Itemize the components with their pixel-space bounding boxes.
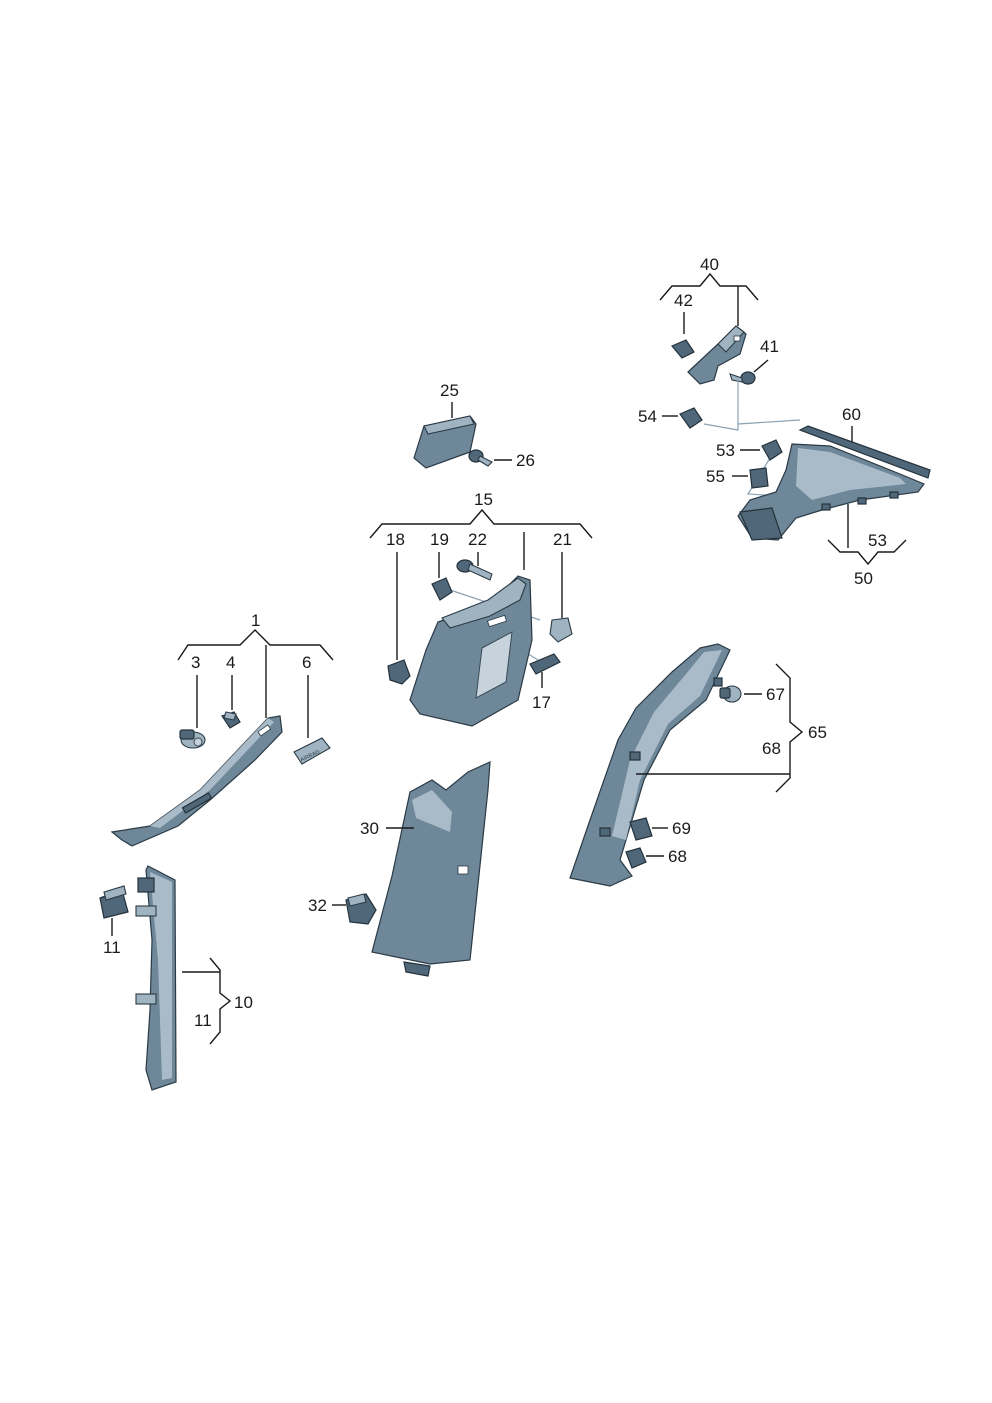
group-30-b-pillar-lower: 30 32 [308, 761, 491, 977]
cover-17-part [529, 653, 561, 675]
clip-3-part [179, 729, 206, 749]
callout-68a: 68 [762, 739, 781, 758]
callout-42: 42 [674, 291, 693, 310]
callout-55: 55 [706, 467, 725, 486]
group-15-b-pillar-upper: 15 18 19 22 21 17 [369, 490, 593, 727]
callout-26: 26 [516, 451, 535, 470]
screw-26-part [468, 449, 493, 467]
callout-68b: 68 [668, 847, 687, 866]
cap-21-part [549, 617, 573, 643]
callout-54: 54 [638, 407, 657, 426]
callout-11b: 11 [194, 1011, 212, 1030]
airbag-badge-part: AIRBAG [293, 737, 331, 765]
callout-25: 25 [440, 381, 459, 400]
clip-53-part [761, 439, 783, 461]
belt-opening [475, 631, 513, 699]
callout-10: 10 [234, 993, 253, 1012]
b-pillar-lower-trim-part [371, 761, 491, 965]
group-10-lower-trim: 11 10 11 [99, 865, 253, 1091]
clip-42-part [671, 339, 695, 359]
clip-11-part [99, 885, 129, 919]
callout-19: 19 [430, 530, 449, 549]
callout-17: 17 [532, 693, 551, 712]
callout-53a: 53 [716, 441, 735, 460]
group-1-a-pillar-trim: 1 3 4 6 AIRBAG [110, 611, 334, 847]
screw-41-part [729, 371, 756, 385]
clip-55-part [749, 467, 769, 489]
callout-60: 60 [842, 405, 861, 424]
clip-32-part [345, 893, 377, 925]
clip-54-part [679, 407, 703, 429]
group-50-rear-trim: 54 53 55 60 53 50 [638, 380, 931, 588]
clip-4-part [221, 711, 241, 729]
callout-67: 67 [766, 685, 785, 704]
group-40-bracket: 40 42 41 [659, 255, 779, 385]
clip-68-part [625, 847, 647, 869]
seal-60-part [798, 425, 931, 479]
callout-41: 41 [760, 337, 779, 356]
clip-69-part [629, 817, 653, 841]
callout-4: 4 [226, 653, 235, 672]
callout-3: 3 [191, 653, 200, 672]
callout-22: 22 [468, 530, 487, 549]
clip-67-part [719, 685, 742, 703]
callout-40: 40 [700, 255, 719, 274]
group-65-d-pillar: 67 65 68 69 68 [569, 643, 827, 887]
callout-18: 18 [386, 530, 405, 549]
screw-22-part [456, 559, 493, 581]
group-25-switch: 25 26 [413, 381, 535, 470]
callout-53b: 53 [868, 531, 887, 550]
callout-6: 6 [302, 653, 311, 672]
clip-19-part [431, 577, 453, 601]
callout-65: 65 [808, 723, 827, 742]
callout-30: 30 [360, 819, 379, 838]
callout-32: 32 [308, 896, 327, 915]
callout-21: 21 [553, 530, 572, 549]
callout-1: 1 [251, 611, 260, 630]
callout-11a: 11 [103, 938, 121, 957]
callout-69: 69 [672, 819, 691, 838]
clip-18-part [387, 659, 411, 685]
callout-50: 50 [854, 569, 873, 588]
callout-15: 15 [474, 490, 493, 509]
